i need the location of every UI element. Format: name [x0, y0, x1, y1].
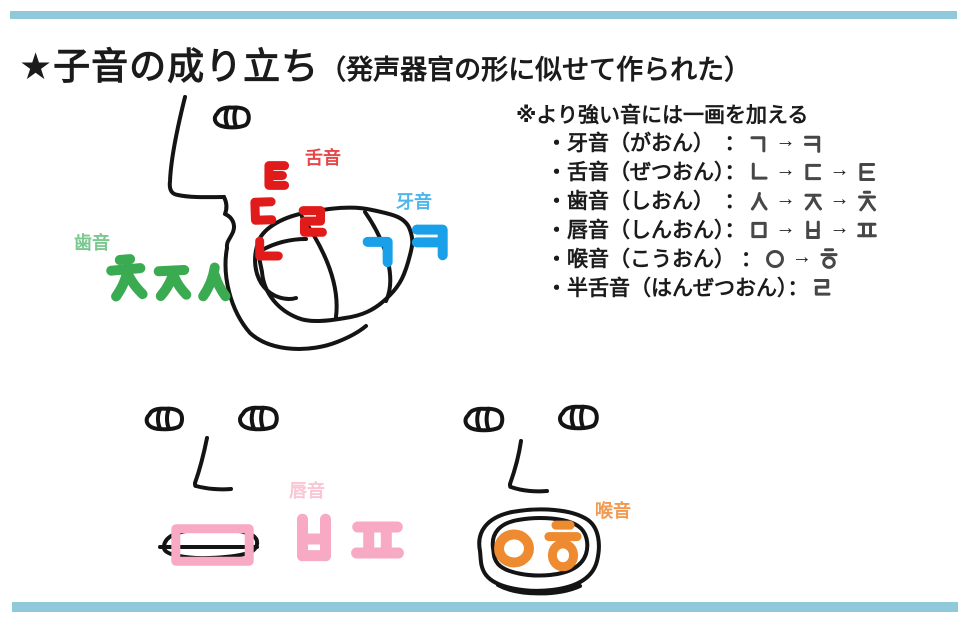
front-face1-nose-line: [195, 438, 231, 489]
title-main: ★子音の成り立ち: [19, 46, 320, 87]
rule-label: ・舌音（ぜつおん）：: [546, 160, 746, 184]
hangul-siot-green: [196, 261, 232, 302]
hangul-jamo: [802, 190, 824, 210]
rule-label: ・喉音（こうおん） ：: [546, 247, 762, 271]
arrow-icon: →: [775, 159, 796, 181]
hangul-digeut-red: [248, 196, 277, 227]
hangul-rieul-red: [297, 205, 328, 240]
front-face2-chin-line: [498, 585, 580, 593]
profile-forehead-nose-line: [170, 97, 224, 197]
label-throat-sound: 喉音: [595, 501, 631, 521]
rule-row: ・舌音（ぜつおん）：→→: [546, 156, 880, 185]
hangul-bieup-pink: [290, 512, 338, 564]
rule-label: ・歯音（しおん） ：: [546, 189, 746, 213]
front-face2-left-eye-icon: [463, 407, 504, 432]
hangul-kieuk-blue: [410, 220, 453, 260]
rule-row: ・歯音（しおん） ：→→: [546, 185, 880, 214]
arrow-icon: →: [791, 246, 812, 268]
tongue-outline: [258, 208, 413, 322]
hangul-jamo: [856, 161, 878, 181]
hangul-pieup-pink: [350, 515, 405, 565]
profile-chin-jaw-line: [226, 248, 366, 349]
arrow-icon: →: [829, 159, 850, 181]
bottom-divider-bar: [12, 602, 958, 612]
arrow-icon: →: [775, 130, 796, 152]
rule-row: ・半舌音（はんぜつおん）：: [546, 272, 880, 301]
profile-face-drawing: [140, 85, 420, 370]
front-face2-nose-line: [510, 441, 547, 491]
arrow-icon: →: [775, 188, 796, 210]
hangul-mieum-pink: [147, 518, 278, 572]
hangul-giyeok-blue: [361, 233, 398, 267]
arrow-icon: →: [775, 217, 796, 239]
rule-label: ・唇音（しんおん）：: [546, 218, 746, 242]
hangul-jamo: [818, 248, 840, 268]
hangul-jamo: [856, 190, 878, 210]
hangul-jamo: [856, 219, 878, 239]
front-face2-mouth-outer-outline: [479, 509, 599, 590]
label-lip-sound: 唇音: [289, 481, 325, 501]
note-stronger-sounds: ※より強い音には一画を加える: [516, 104, 809, 127]
hangul-ieung-orange: [492, 528, 536, 569]
rule-jamo-sequence: →: [746, 130, 826, 153]
front-face2-mouth-inner-outline: [493, 518, 588, 576]
tongue-crease-line-1: [302, 217, 337, 317]
rule-jamo-sequence: →→: [746, 188, 880, 211]
rule-jamo-sequence: [809, 277, 835, 297]
hangul-jieut-green: [151, 260, 193, 302]
tongue-crease-line-3: [262, 239, 306, 250]
rule-row: ・牙音（がおん） ： →: [546, 127, 880, 156]
profile-eye-icon: [213, 106, 251, 129]
label-tongue-sound: 舌音: [305, 148, 341, 168]
hangul-jamo: [748, 190, 770, 210]
rule-row: ・喉音（こうおん） ： →: [546, 243, 880, 272]
rule-row: ・唇音（しんおん）：→→: [546, 214, 880, 243]
hangul-jamo: [802, 132, 824, 152]
label-molar-sound: 牙音: [396, 192, 432, 212]
page-title: ★子音の成り立ち（発声器官の形に似せて作られた）: [19, 36, 751, 90]
front-face-throat-drawing: [463, 405, 680, 605]
hangul-jamo: [748, 132, 770, 152]
hangul-jamo: [764, 248, 786, 268]
rule-jamo-sequence: →→: [746, 159, 880, 182]
arrow-icon: →: [829, 188, 850, 210]
title-subtitle: （発声器官の形に似せて作られた）: [319, 55, 752, 85]
hangul-nieun-red: [252, 238, 284, 261]
front-face1-left-eye-icon: [145, 407, 184, 431]
hangul-chieut-green: [103, 253, 150, 302]
front-face2-right-eye-icon: [558, 405, 599, 430]
profile-lips-line: [224, 197, 234, 248]
rule-jamo-sequence: →: [762, 246, 842, 269]
hangul-jamo: [811, 277, 833, 297]
hangul-jamo: [802, 219, 824, 239]
rule-label: ・半舌音（はんぜつおん）：: [546, 276, 809, 300]
rule-label: ・牙音（がおん） ：: [546, 131, 746, 155]
hangul-jamo: [748, 161, 770, 181]
top-divider-bar: [10, 11, 957, 19]
hangul-jamo: [748, 219, 770, 239]
hangul-jamo: [802, 161, 824, 181]
front-face1-right-eye-icon: [238, 406, 279, 431]
label-teeth-sound: 歯音: [74, 233, 110, 253]
rules-list: ・牙音（がおん） ：→・舌音（ぜつおん）：→→・歯音（しおん） ：→→・唇音（し…: [546, 127, 880, 301]
hangul-tieut-red: [263, 161, 290, 190]
arrow-icon: →: [829, 217, 850, 239]
rule-jamo-sequence: →→: [746, 217, 880, 240]
hangul-hieut-orange: [541, 521, 585, 573]
